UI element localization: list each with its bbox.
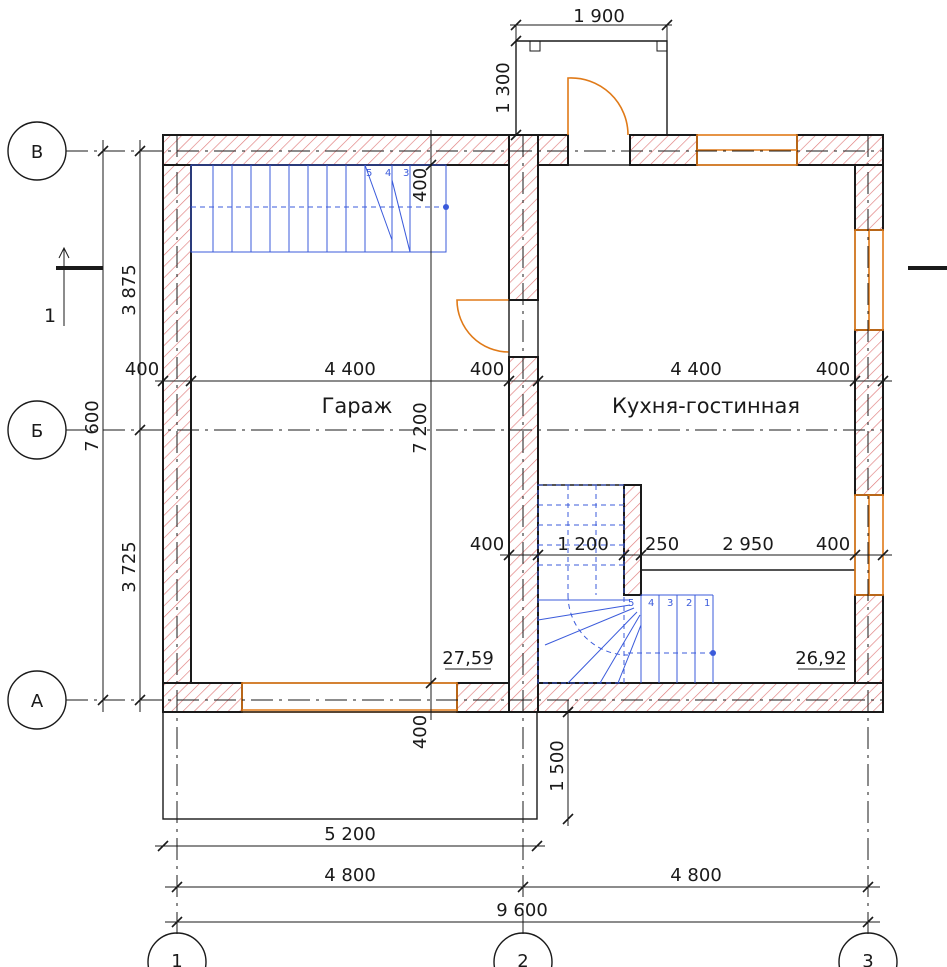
- dim-row1-400b: 400: [470, 359, 504, 380]
- stair-upper: 5 4 3: [190, 164, 449, 253]
- stair-lower: 5 4 3 2 1: [537, 484, 716, 684]
- room-name-garage: Гараж: [322, 394, 393, 418]
- dim-7600: 7 600: [82, 400, 103, 452]
- dim-1900: 1 900: [573, 6, 625, 27]
- vestibule: [515, 40, 668, 135]
- top-wall-right: [796, 134, 884, 166]
- dim-1300: 1 300: [493, 62, 514, 114]
- dim-row2-2950: 2 950: [722, 534, 774, 555]
- dim-row1-4400b: 4 400: [670, 359, 722, 380]
- stair-lower-step-5: 5: [628, 598, 634, 609]
- dim-row2-400b: 400: [816, 534, 850, 555]
- axis-bubble-row-a: А: [7, 670, 67, 730]
- dimension-lines: [97, 19, 892, 928]
- dim-row2-250: 250: [645, 534, 679, 555]
- dim-4800b: 4 800: [670, 865, 722, 886]
- internal-door-swing: [456, 299, 510, 353]
- dim-4800a: 4 800: [324, 865, 376, 886]
- dim-bottom-400: 400: [410, 715, 431, 749]
- entrance-door-swing: [567, 77, 629, 136]
- room-area-garage: 27,59: [442, 648, 494, 669]
- dim-1500: 1 500: [547, 740, 568, 792]
- stair-lower-step-1: 1: [704, 598, 710, 609]
- dim-stair-400: 400: [410, 168, 431, 202]
- stair-upper-arrow-dot: [443, 204, 449, 210]
- dim-5200: 5 200: [324, 824, 376, 845]
- axis-label-row-a: А: [31, 691, 44, 712]
- dim-3875: 3 875: [119, 264, 140, 316]
- axis-label-col-3: 3: [862, 951, 873, 967]
- grid-axes: [66, 135, 883, 935]
- stair-lower-step-3: 3: [667, 598, 673, 609]
- axis-bubble-col-1: 1: [147, 932, 207, 967]
- axis-label-col-1: 1: [171, 951, 182, 967]
- dim-9600: 9 600: [496, 900, 548, 921]
- stair-step-3: 3: [403, 168, 409, 179]
- dim-row1-400c: 400: [816, 359, 850, 380]
- room-area-kitchen: 26,92: [795, 648, 847, 669]
- room-name-kitchen: Кухня-гостинная: [612, 394, 800, 418]
- axis-bubble-col-2: 2: [493, 932, 553, 967]
- right-wall-middle: [854, 329, 884, 496]
- dim-3725: 3 725: [119, 541, 140, 593]
- room-labels: Гараж Кухня-гостинная 27,59 26,92: [322, 394, 847, 670]
- garage-outline: [190, 164, 510, 684]
- stair-lower-arrow-dot: [710, 650, 716, 656]
- garage-apron: [162, 711, 538, 820]
- dim-row1-400a: 400: [125, 359, 159, 380]
- axis-label-row-v: В: [31, 142, 43, 163]
- axis-label-col-2: 2: [517, 951, 528, 967]
- dimension-labels: 1 900 1 300 7 600 3 875 3 725 7 200 400 …: [82, 6, 850, 921]
- dim-row2-1200: 1 200: [557, 534, 609, 555]
- top-wall-mid: [629, 134, 698, 166]
- top-wall-left: [162, 134, 569, 166]
- section-marker-left: 1: [44, 246, 103, 327]
- dim-row2-400a: 400: [470, 534, 504, 555]
- axis-bubble-row-b: Б: [7, 400, 67, 460]
- dim-7200: 7 200: [410, 402, 431, 454]
- stair-well-outline: [538, 484, 855, 596]
- stair-step-4: 4: [385, 168, 391, 179]
- bottom-wall-left: [162, 682, 243, 713]
- stair-lower-step-4: 4: [648, 598, 654, 609]
- section-marker-label: 1: [44, 305, 56, 327]
- dim-row1-4400a: 4 400: [324, 359, 376, 380]
- garage-gate: [241, 682, 458, 713]
- stair-step-5: 5: [366, 168, 372, 179]
- axis-label-row-b: Б: [31, 421, 43, 442]
- axis-bubble-col-3: 3: [838, 932, 898, 967]
- kitchen-outline: [537, 164, 856, 684]
- stair-lower-step-2: 2: [686, 598, 692, 609]
- axis-bubble-row-v: В: [7, 121, 67, 181]
- stair-well-wall: [623, 484, 642, 596]
